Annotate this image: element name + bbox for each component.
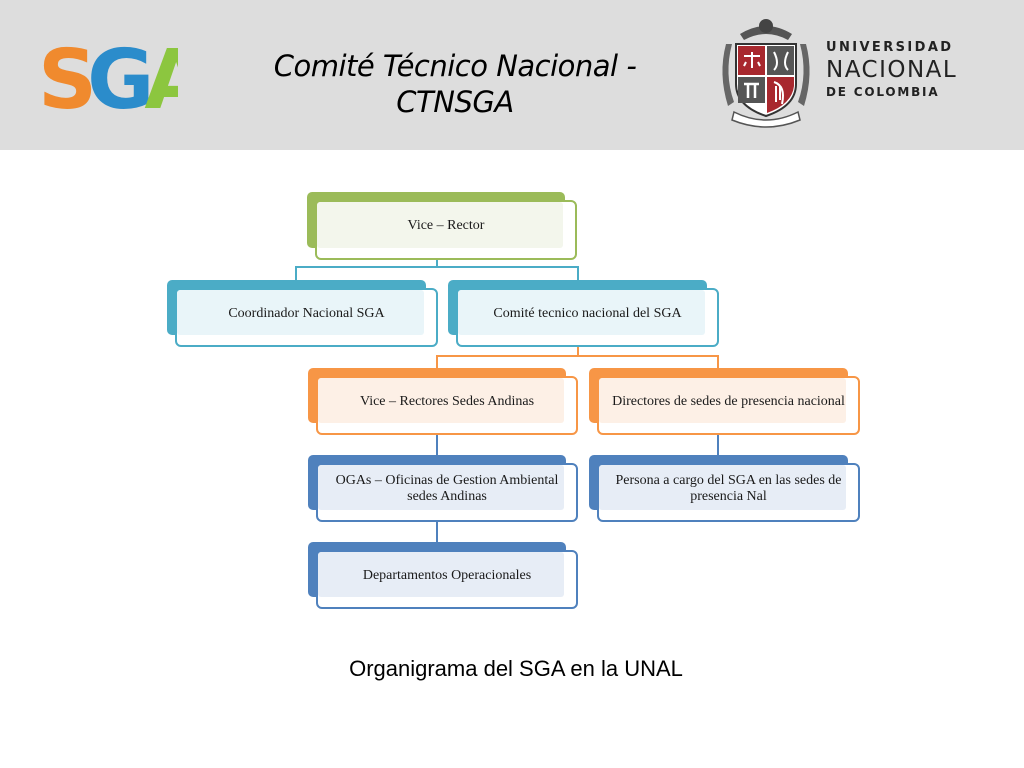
unal-wordmark-line3: DE COLOMBIA xyxy=(826,85,940,99)
connector-comite-children xyxy=(436,347,719,368)
org-node-coordinador-nacional: Coordinador Nacional SGA xyxy=(167,280,438,347)
org-node-label: Coordinador Nacional SGA xyxy=(228,305,385,321)
slide-title: Comité Técnico Nacional - CTNSGA xyxy=(200,48,710,120)
org-node-label: Departamentos Operacionales xyxy=(362,567,532,583)
svg-text:SGA: SGA xyxy=(38,34,178,116)
unal-wordmark: UNIVERSIDAD NACIONAL DE COLOMBIA xyxy=(826,40,957,100)
org-node-vice-rector: Vice – Rector xyxy=(307,192,577,260)
connector-vice-rector-children xyxy=(295,260,579,280)
org-node-label: Vice – Rector xyxy=(407,218,485,233)
org-node-departamentos-operacionales: Departamentos Operacionales xyxy=(308,542,578,609)
org-node-label: Directores de sedes de presencia naciona… xyxy=(612,393,845,409)
org-node-label: Vice – Rectores Sedes Andinas xyxy=(359,393,535,409)
unal-wordmark-line2: NACIONAL xyxy=(826,57,958,83)
org-node-label: Comité tecnico nacional del SGA xyxy=(493,305,682,321)
sga-logo: SGA xyxy=(38,34,178,116)
org-node-vice-rectores-andinas: Vice – Rectores Sedes Andinas xyxy=(308,368,578,435)
slide-header: SGA Comité Técnico Nacional - CTNSGA UNI… xyxy=(0,0,1024,150)
diagram-caption: Organigrama del SGA en la UNAL xyxy=(349,656,683,681)
org-node-persona-a-cargo: Persona a cargo del SGA en las sedes de … xyxy=(589,455,860,522)
org-node-comite-tecnico: Comité tecnico nacional del SGA xyxy=(448,280,719,347)
unal-wordmark-line1: UNIVERSIDAD xyxy=(826,40,954,55)
org-node-ogas: OGAs – Oficinas de Gestion Ambiental sed… xyxy=(308,455,578,522)
org-node-directores-sedes: Directores de sedes de presencia naciona… xyxy=(589,368,860,435)
org-node-label: Persona a cargo del SGA en las sedes de … xyxy=(615,472,842,504)
org-node-label: OGAs – Oficinas de Gestion Ambiental sed… xyxy=(335,472,559,504)
slide-title-line1: Comité Técnico Nacional - xyxy=(273,49,637,83)
unal-shield-logo xyxy=(722,19,810,128)
slide-title-line2: CTNSGA xyxy=(396,85,514,119)
